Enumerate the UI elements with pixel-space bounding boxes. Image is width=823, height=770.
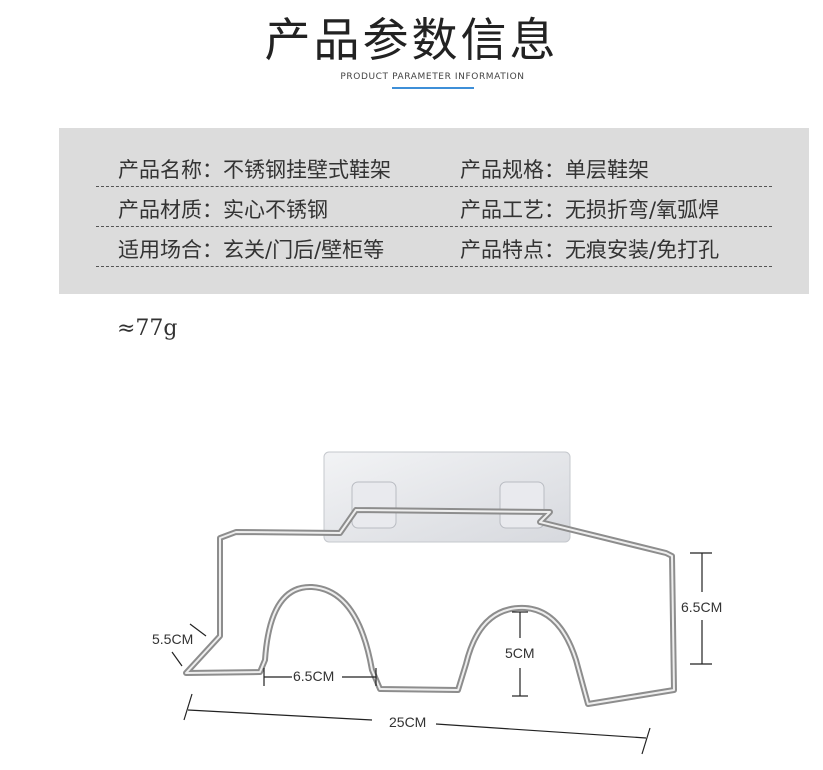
param-cell: 适用场合：玄关/门后/壁柜等	[118, 238, 385, 262]
param-cell: 产品名称：不锈钢挂壁式鞋架	[118, 158, 391, 182]
title-underline	[392, 87, 474, 89]
product-weight: ≈77g	[117, 316, 178, 341]
dim-length-label: 25CM	[389, 714, 426, 730]
dim-length-tick	[183, 693, 193, 721]
dim-depth-tick	[171, 651, 183, 667]
param-cell: 产品特点：无痕安装/免打孔	[460, 238, 720, 262]
param-cell: 产品工艺：无损折弯/氧弧焊	[460, 198, 720, 222]
param-row: 适用场合：玄关/门后/壁柜等 产品特点：无痕安装/免打孔	[96, 226, 772, 267]
dim-length-line	[187, 709, 373, 721]
dim-height-label: 6.5CM	[681, 599, 722, 615]
shoe-rack-diagram: 5.5CM 6.5CM 5CM 6.5CM 25CM	[152, 451, 722, 755]
page-subtitle: PRODUCT PARAMETER INFORMATION	[340, 72, 525, 82]
param-cell: 产品材质：实心不锈钢	[118, 198, 328, 222]
param-row: 产品材质：实心不锈钢 产品工艺：无损折弯/氧弧焊	[96, 186, 772, 227]
plate-hook-left	[351, 481, 397, 529]
dim-length-line	[435, 723, 647, 739]
dim-depth-tick	[189, 623, 207, 637]
page-title: 产品参数信息	[264, 13, 559, 67]
plate-hook-right	[499, 481, 545, 529]
param-cell: 产品规格：单层鞋架	[460, 158, 649, 182]
param-row: 产品名称：不锈钢挂壁式鞋架 产品规格：单层鞋架	[96, 146, 772, 187]
dim-length-tick	[641, 727, 651, 755]
dim-depth-label: 5.5CM	[152, 631, 193, 647]
dim-gap-label: 6.5CM	[293, 668, 334, 684]
dim-arch-label: 5CM	[505, 645, 535, 661]
